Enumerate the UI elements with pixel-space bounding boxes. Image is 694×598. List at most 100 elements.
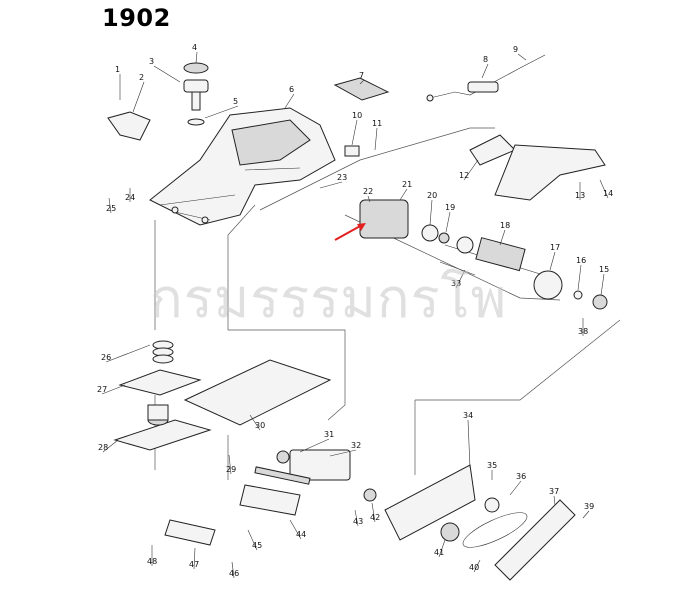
cover-part <box>107 111 151 141</box>
belt-part <box>462 499 576 581</box>
blade-part <box>254 466 311 485</box>
clamp-part <box>164 519 216 546</box>
shoe-part <box>183 359 332 426</box>
part-number-label: 13 <box>575 191 585 200</box>
part-number-label: 12 <box>459 171 469 180</box>
leader-line <box>473 559 481 573</box>
guide-line <box>259 127 495 211</box>
leader-line <box>455 269 466 289</box>
leader-line <box>553 495 556 506</box>
part-number-label: 40 <box>469 563 479 572</box>
part-number-label: 11 <box>372 119 382 128</box>
knob-part <box>183 62 209 126</box>
part-number-label: 10 <box>352 111 362 120</box>
part-number-label: 32 <box>351 441 361 450</box>
leader-line <box>371 502 376 523</box>
armature-part <box>444 236 561 281</box>
leader-line <box>204 105 239 119</box>
part-number-label: 20 <box>427 191 437 200</box>
part-number-label: 1 <box>115 65 120 74</box>
leader-line <box>429 199 433 226</box>
leader-line <box>499 229 506 246</box>
base-part <box>113 404 212 451</box>
part-number-label: 17 <box>550 243 560 252</box>
leader-line <box>132 81 145 113</box>
part-number-label: 36 <box>516 472 526 481</box>
pulley-part <box>440 522 460 542</box>
switch-part <box>469 134 516 166</box>
pulley-part <box>484 497 500 513</box>
leader-line <box>463 159 479 181</box>
red-arrow <box>334 224 363 241</box>
part-number-label: 28 <box>98 443 108 452</box>
part-number-label: 39 <box>584 502 594 511</box>
spring-part <box>152 340 174 364</box>
part-number-label: 23 <box>337 173 347 182</box>
leader-line <box>481 63 489 79</box>
part-number-label: 16 <box>576 256 586 265</box>
screw-part <box>439 261 476 276</box>
leader-line <box>228 454 232 475</box>
leader-line <box>153 65 181 83</box>
leader-line <box>582 510 590 519</box>
leader-line <box>354 509 359 527</box>
part-number-label: 42 <box>370 513 380 522</box>
leader-line <box>329 449 357 457</box>
part-number-label: 18 <box>500 221 510 230</box>
leader-line <box>599 179 609 199</box>
part-number-label: 25 <box>106 204 116 213</box>
part-number-label: 2 <box>139 73 144 82</box>
leader-line <box>374 127 378 151</box>
housing-part <box>149 107 336 226</box>
leader-line <box>101 384 126 395</box>
leader-line <box>445 211 451 233</box>
leader-line <box>438 539 446 558</box>
part-number-label: 38 <box>578 327 588 336</box>
model-number: 1902 <box>102 4 171 32</box>
part-number-label: 31 <box>324 430 334 439</box>
blade-part <box>239 484 301 516</box>
field-part <box>359 199 450 244</box>
part-number-label: 37 <box>549 487 559 496</box>
part-number-label: 6 <box>289 85 294 94</box>
leader-line <box>359 79 365 85</box>
part-number-label: 43 <box>353 517 363 526</box>
part-number-label: 7 <box>359 71 364 80</box>
part-number-label: 35 <box>487 461 497 470</box>
part-number-label: 30 <box>255 421 265 430</box>
leader-line <box>600 273 605 296</box>
part-number-label: 19 <box>445 203 455 212</box>
leader-line <box>351 119 358 146</box>
cord-part <box>426 54 546 102</box>
leader-line <box>509 480 522 496</box>
guide-line <box>227 204 256 330</box>
leader-line <box>195 51 198 64</box>
leader-line <box>108 197 112 214</box>
part-number-label: 4 <box>192 43 197 52</box>
washer-part <box>573 290 583 300</box>
part-number-label: 45 <box>252 541 262 550</box>
handle-part <box>494 144 606 201</box>
leader-line <box>399 188 408 201</box>
part-number-label: 5 <box>233 97 238 106</box>
arrow-head <box>357 223 366 231</box>
part-number-label: 34 <box>463 411 473 420</box>
part-number-label: 8 <box>483 55 488 64</box>
leader-line <box>105 344 151 363</box>
leader-line <box>193 547 196 570</box>
leader-line <box>289 519 302 540</box>
part-number-label: 21 <box>402 180 412 189</box>
fan-part <box>533 270 563 300</box>
nameplate-part <box>333 77 390 101</box>
part-number-label: 26 <box>101 353 111 362</box>
leader-line <box>517 53 527 61</box>
part-number-label: 47 <box>189 560 199 569</box>
part-number-label: 44 <box>296 530 306 539</box>
leader-line <box>549 251 556 271</box>
leader-line <box>577 264 582 291</box>
leader-line <box>249 414 261 431</box>
leader-line <box>467 419 471 469</box>
part-number-label: 14 <box>603 189 613 198</box>
